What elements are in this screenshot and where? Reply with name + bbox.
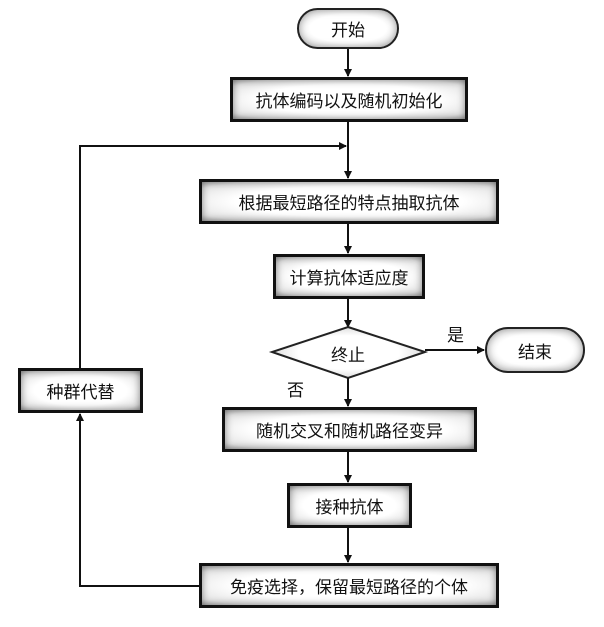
fitness-node: 计算抗体适应度 (273, 254, 425, 299)
crossover-node: 随机交叉和随机路径变异 (222, 407, 477, 452)
edge-select-replace (76, 413, 199, 587)
end-node: 结束 (485, 327, 585, 373)
select-label: 免疫选择，保留最短路径的个体 (230, 578, 468, 598)
start-label: 开始 (331, 21, 365, 41)
vaccinate-node: 接种抗体 (287, 483, 412, 528)
yes-label: 是 (447, 326, 464, 346)
fitness-label: 计算抗体适应度 (289, 269, 409, 289)
crossover-label: 随机交叉和随机路径变异 (256, 422, 443, 442)
edge-replace-extract (79, 142, 347, 368)
extract-node: 根据最短路径的特点抽取抗体 (199, 179, 499, 224)
no-label: 否 (287, 381, 304, 401)
init-label: 抗体编码以及随机初始化 (255, 92, 443, 112)
select-node: 免疫选择，保留最短路径的个体 (199, 563, 499, 608)
end-label: 结束 (518, 342, 552, 363)
replace-node: 种群代替 (18, 368, 143, 413)
replace-label: 种群代替 (46, 383, 115, 403)
start-node: 开始 (297, 8, 399, 49)
terminate-label: 终止 (331, 346, 365, 366)
extract-label: 根据最短路径的特点抽取抗体 (238, 194, 460, 214)
init-node: 抗体编码以及随机初始化 (230, 77, 468, 122)
vaccinate-label: 接种抗体 (315, 498, 384, 518)
